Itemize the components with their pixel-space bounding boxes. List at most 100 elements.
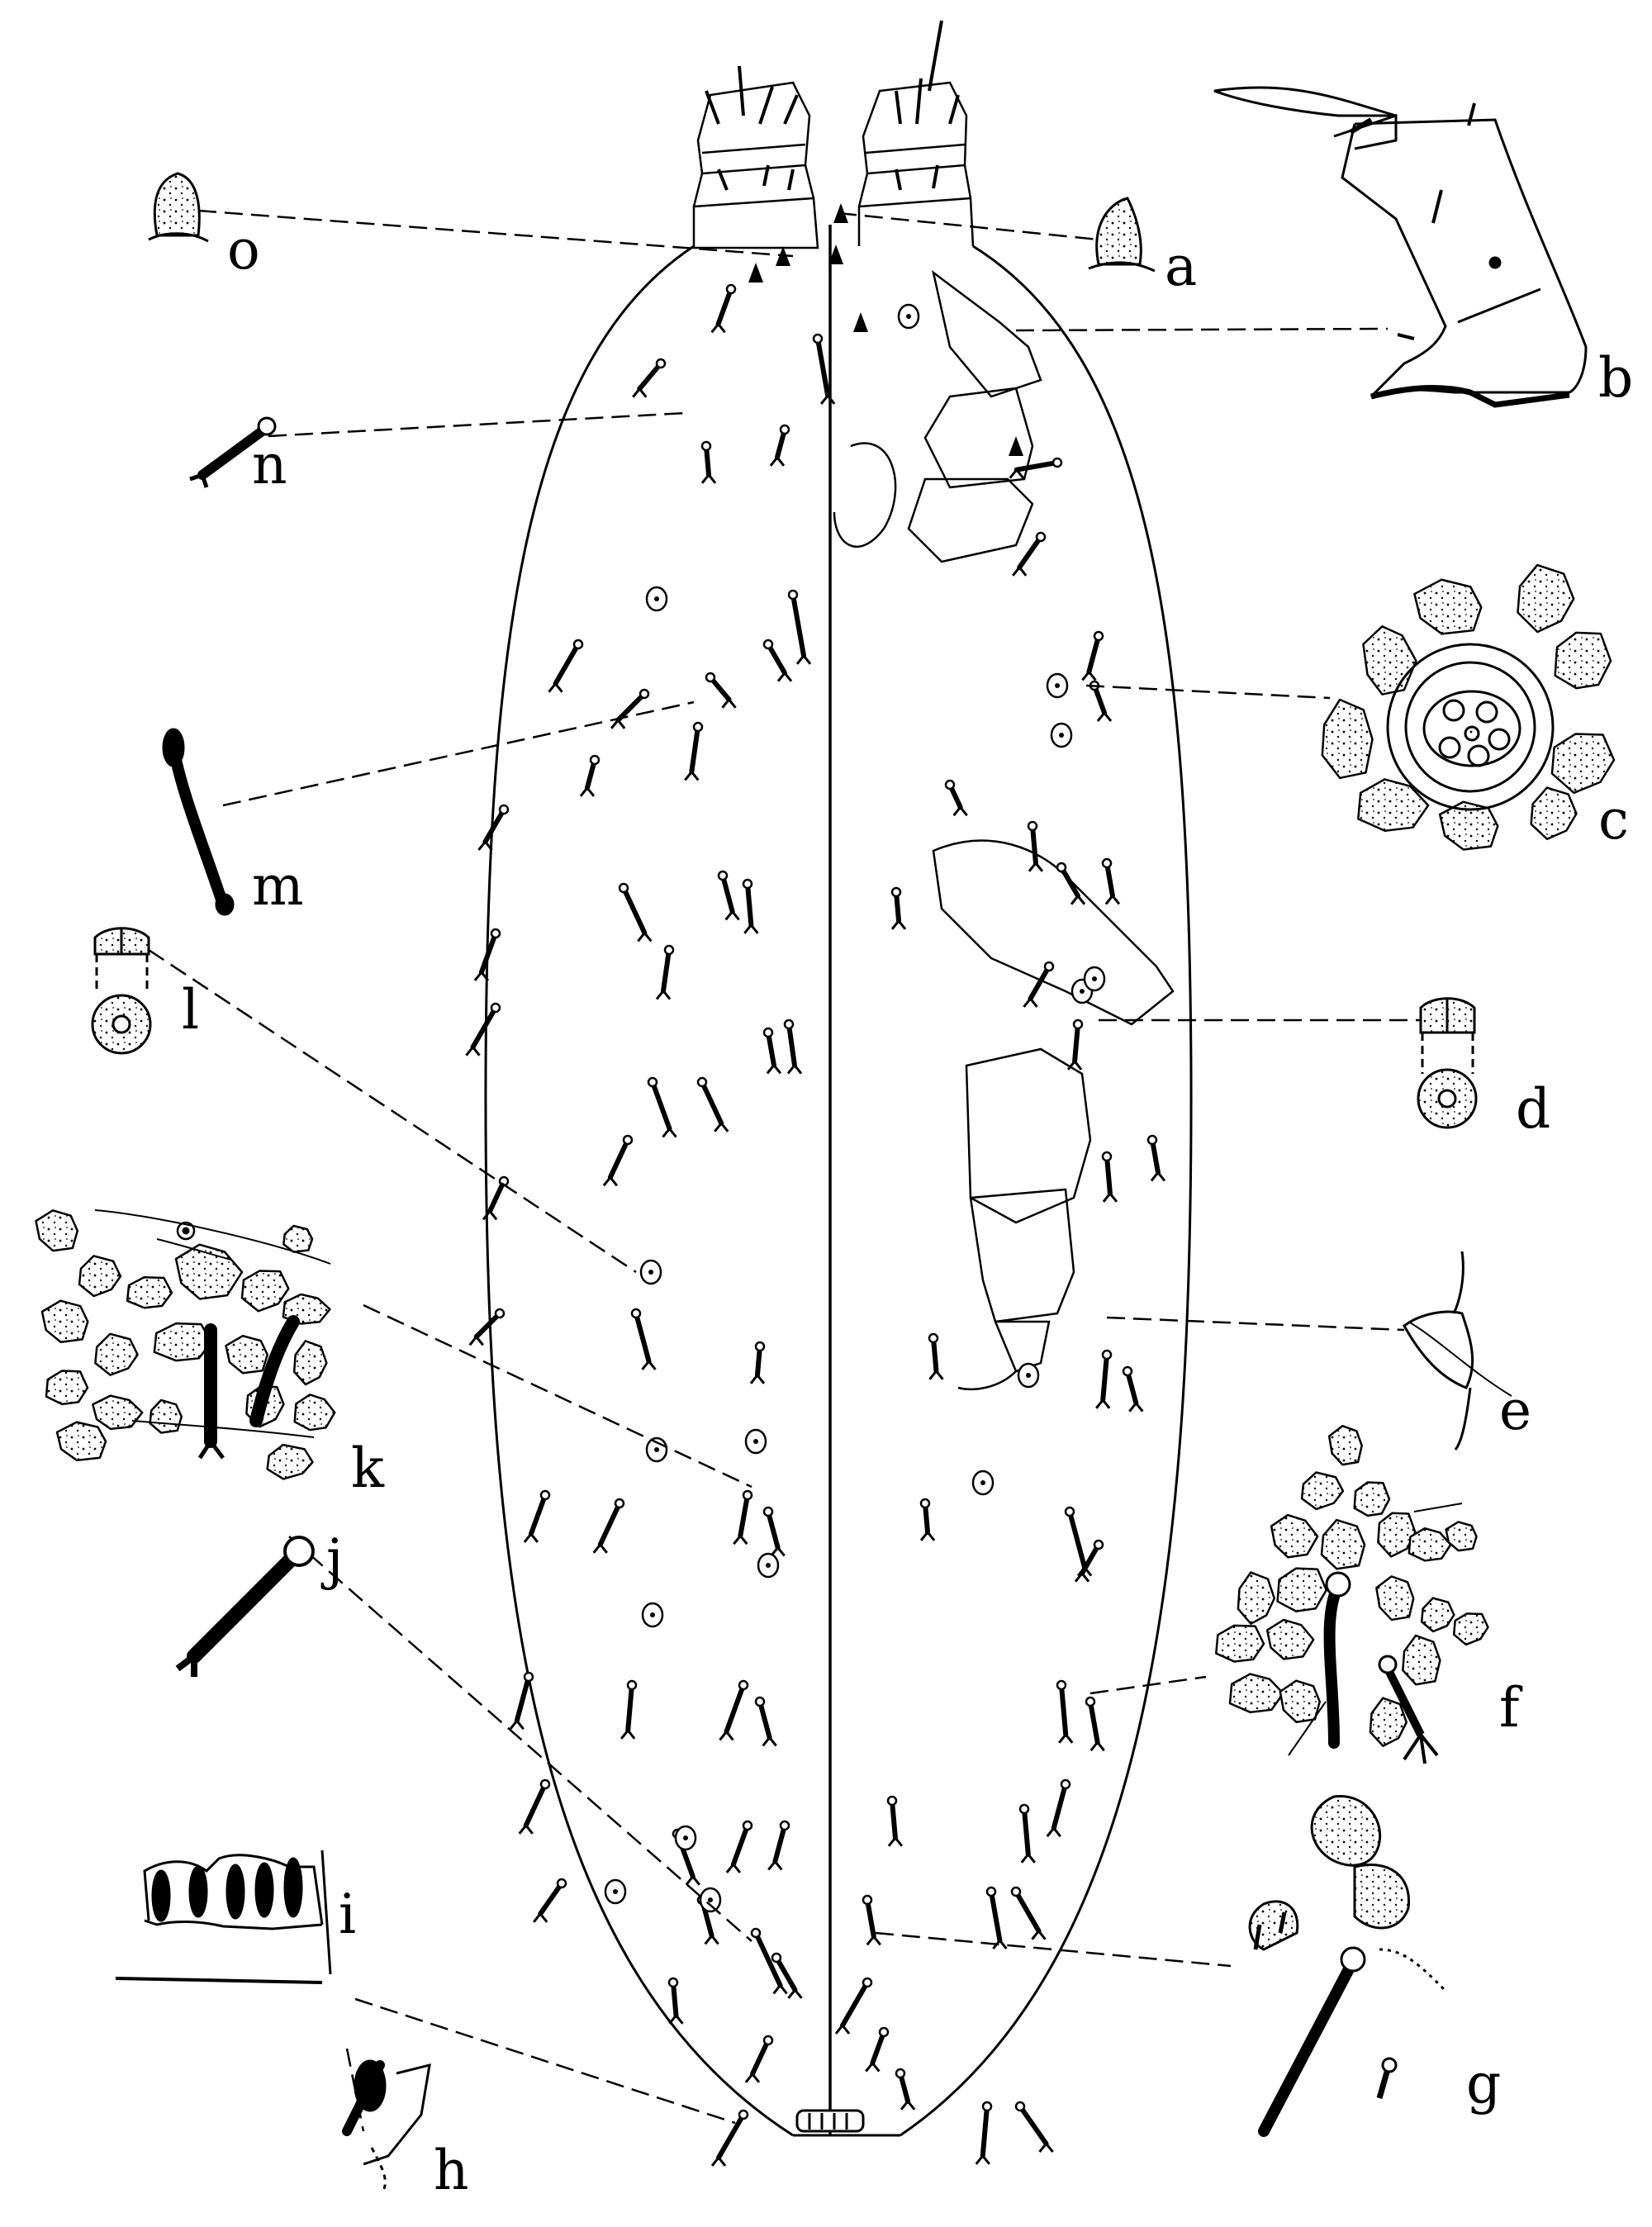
seta-43 [771, 1952, 803, 1999]
f-cell-11 [1420, 1597, 1455, 1633]
seta-25 [468, 1308, 506, 1346]
seta-35 [754, 1696, 777, 1747]
label-f: f [1499, 1676, 1523, 1740]
seta-67 [1018, 1803, 1036, 1864]
k-cell-0 [35, 1209, 79, 1252]
seta-76 [1014, 2101, 1054, 2153]
f-cell-7 [1445, 1521, 1478, 1552]
seta-2 [632, 358, 667, 398]
k-cell-9 [153, 1322, 213, 1362]
seta-78 [1012, 531, 1047, 577]
seta-0 [710, 283, 737, 334]
seta-74 [895, 2068, 916, 2111]
seta-17 [655, 944, 675, 1000]
seta-23 [602, 1134, 634, 1187]
f-cell-15 [1452, 1612, 1489, 1646]
seta-11 [579, 754, 601, 797]
seta-15 [742, 878, 759, 934]
seta-59 [1095, 1349, 1113, 1409]
detail-k [35, 1209, 336, 1480]
c-cell-1 [1517, 563, 1575, 634]
seta-48 [944, 779, 968, 817]
label-n: n [252, 433, 287, 496]
seta-20 [647, 1076, 677, 1138]
seta-77 [1009, 457, 1063, 479]
seta-18 [783, 1019, 803, 1075]
seta-69 [862, 1894, 881, 1946]
cone-2 [853, 312, 868, 332]
pore-4 [1083, 966, 1106, 992]
seta-57 [1146, 1134, 1166, 1182]
seta-58 [928, 1332, 944, 1380]
detail-e [1403, 1251, 1512, 1451]
label-o: o [227, 218, 260, 282]
pores-group [604, 203, 1106, 1913]
pore-15 [699, 1887, 722, 1913]
k-cell-18 [266, 1443, 314, 1480]
detail-labels: a b c d e f g h i j k l m n o [182, 218, 1633, 2202]
body-outline-left [484, 245, 794, 2137]
seta-55 [1066, 1019, 1084, 1071]
seta-38 [725, 1820, 753, 1873]
label-a: a [1165, 235, 1197, 298]
seta-8 [762, 639, 793, 682]
seta-28 [523, 1489, 551, 1543]
detail-m [162, 728, 235, 916]
seta-47 [890, 886, 907, 930]
f-cell-13 [1265, 1618, 1315, 1660]
seta-45 [744, 2035, 774, 2083]
seta-13 [717, 870, 740, 921]
c-cell-0 [1413, 578, 1483, 635]
anal-ring [795, 2109, 865, 2133]
label-d: d [1516, 1077, 1550, 1141]
seta-63 [1074, 1539, 1104, 1583]
c-cell-8 [1530, 786, 1578, 840]
seta-14 [618, 882, 653, 943]
f-cell-3 [1270, 1513, 1319, 1559]
k-cell-14 [149, 1398, 183, 1434]
label-g: g [1466, 2052, 1501, 2115]
pore-13 [1017, 1362, 1040, 1389]
seta-56 [1101, 1151, 1118, 1203]
legs [833, 269, 1175, 1391]
seta-64 [1056, 1679, 1074, 1744]
f-cell-12 [1215, 1624, 1265, 1663]
seta-30 [733, 1489, 753, 1546]
cone-1 [828, 245, 843, 264]
seta-54 [1023, 961, 1055, 1008]
c-cell-6 [1357, 778, 1430, 832]
cone-4 [748, 263, 763, 283]
k-cell-10 [225, 1334, 269, 1375]
seta-29 [592, 1498, 625, 1554]
label-c: c [1598, 788, 1629, 852]
pore-9 [757, 1552, 780, 1579]
seta-61 [919, 1498, 936, 1541]
detail-h [342, 2059, 431, 2190]
pore-7 [744, 1428, 767, 1455]
label-i: i [339, 1883, 356, 1946]
seta-68 [1046, 1778, 1071, 1838]
label-e: e [1499, 1379, 1531, 1442]
seta-32 [509, 1671, 534, 1731]
c-cell-4 [1321, 698, 1374, 780]
k-cell-7 [40, 1299, 89, 1343]
f-cell-14 [1402, 1634, 1441, 1686]
seta-51 [1101, 857, 1121, 905]
detail-j [175, 1536, 315, 1677]
seta-39 [767, 1820, 790, 1871]
seta-7 [787, 589, 812, 665]
f-cell-8 [1237, 1571, 1276, 1625]
label-l: l [182, 978, 199, 1042]
seta-46 [710, 2109, 749, 2167]
seta-21 [696, 1076, 729, 1132]
seta-27 [749, 1341, 766, 1384]
k-cell-16 [293, 1394, 336, 1432]
c-cell-5 [1550, 733, 1616, 795]
f-cell-1 [1300, 1471, 1345, 1511]
seta-9 [705, 672, 737, 709]
label-h: h [434, 2139, 469, 2202]
body-outline-right [900, 245, 1193, 2137]
pore-0 [645, 586, 668, 612]
seta-24 [762, 1027, 782, 1075]
